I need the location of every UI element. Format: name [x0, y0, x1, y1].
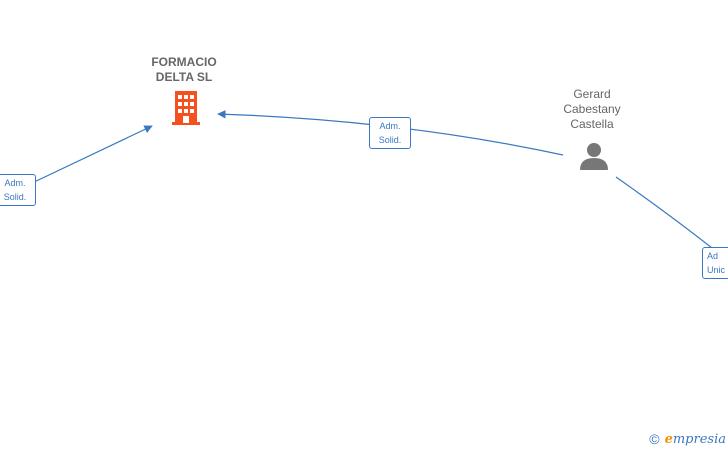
building-icon[interactable] [170, 91, 202, 125]
edge-label-right[interactable]: Ad Unic [702, 247, 728, 279]
edge-label-left[interactable]: Adm. Solid. [0, 174, 36, 206]
copyright-icon: © [649, 431, 660, 447]
company-name-label: FORMACIO DELTA SL [134, 55, 234, 85]
person-name-line2: Cabestany [563, 102, 621, 116]
person-name-line3: Castella [570, 117, 614, 131]
person-icon[interactable] [579, 141, 609, 171]
person-name-line1: Gerard [573, 87, 611, 101]
edge-left-to-company [29, 125, 153, 185]
edge-label-middle[interactable]: Adm. Solid. [369, 117, 411, 149]
watermark: © empresia [649, 431, 726, 447]
edge-person-to-right [615, 176, 713, 249]
brand-logo: empresia [664, 431, 726, 447]
company-name-line1: FORMACIO [151, 55, 217, 69]
company-name-line2: DELTA SL [155, 70, 213, 84]
person-name-label: Gerard Cabestany Castella [546, 87, 638, 132]
